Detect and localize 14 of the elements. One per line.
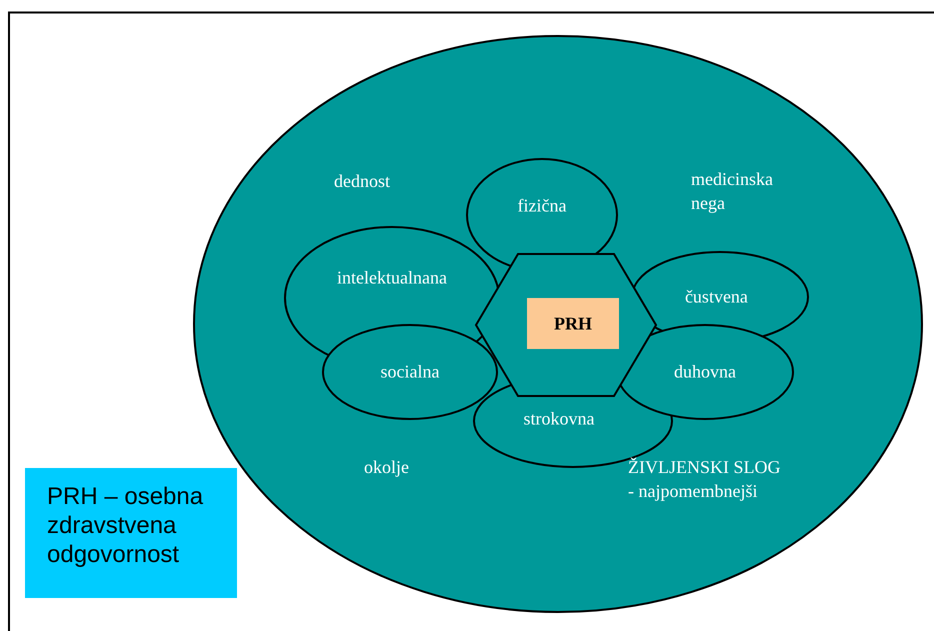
text-label: dednost [334,170,390,193]
node-label: socialna [380,362,440,382]
node-label: duhovna [674,362,736,382]
node-label: PRH [554,313,592,334]
node-label: strokovna [524,408,594,430]
node-label: fizična [518,195,566,216]
text-label: ŽIVLJENSKI SLOG - najpomembnejši [628,456,782,503]
text-label: okolje [364,456,409,479]
text-label: medicinska nega [691,168,774,215]
node-label: PRH – osebna zdravstvena odgovornost [47,482,204,569]
center-box [527,298,619,349]
node-label: intelektualnana [337,267,447,288]
info-box [25,468,237,598]
node-label: čustvena [684,286,748,308]
